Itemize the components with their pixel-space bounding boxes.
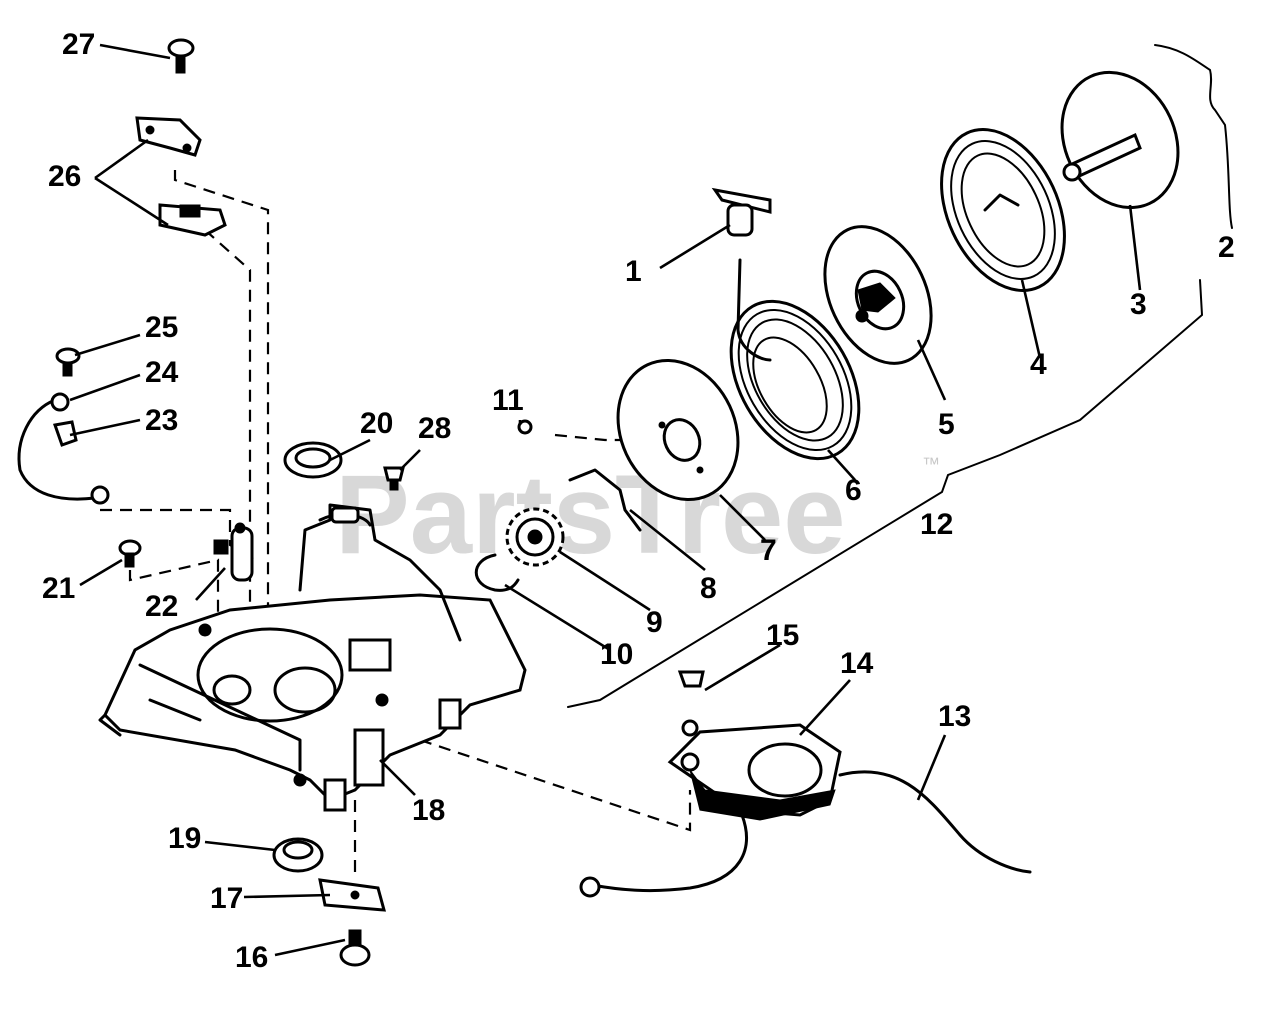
handle-1 — [711, 187, 772, 362]
spring-4 — [940, 128, 1066, 292]
bracket-26 — [135, 116, 227, 237]
callout-4: 4 — [1030, 348, 1047, 381]
callout-20: 20 — [360, 407, 393, 440]
screw-27 — [167, 38, 195, 74]
seal-20 — [283, 441, 343, 479]
housing-18 — [98, 503, 527, 812]
callout-16: 16 — [235, 941, 268, 974]
callout-7: 7 — [760, 534, 777, 567]
callout-12: 12 — [920, 508, 953, 541]
callout-1: 1 — [625, 255, 642, 288]
callout-24: 24 — [145, 356, 179, 389]
leader-lines — [69, 43, 1142, 957]
callout-18: 18 — [412, 794, 445, 827]
lead-13 — [579, 770, 1032, 898]
assembly-lines — [100, 170, 692, 880]
callout-21: 21 — [42, 572, 75, 605]
cover-3 — [1060, 70, 1180, 210]
callout-13: 13 — [938, 700, 971, 733]
screw-11 — [517, 419, 533, 435]
switch-22 — [213, 522, 254, 582]
callout-28: 28 — [418, 412, 451, 445]
plate-17 — [318, 878, 387, 912]
callout-17: 17 — [210, 882, 243, 915]
callout-10: 10 — [600, 638, 633, 671]
gear-9 — [505, 507, 565, 567]
callout-19: 19 — [168, 822, 201, 855]
callout-labels: 1 2 3 4 5 6 7 8 9 10 11 12 13 14 15 16 1… — [42, 28, 1235, 974]
watermark-trademark: ™ — [922, 454, 940, 474]
callout-23: 23 — [145, 404, 178, 437]
callout-25: 25 — [145, 311, 178, 344]
callout-9: 9 — [646, 606, 663, 639]
screw-28 — [383, 466, 405, 491]
grommet-19 — [272, 837, 324, 873]
group-brackets — [567, 44, 1233, 708]
plate-7 — [616, 358, 740, 502]
screw-21 — [118, 539, 142, 568]
callout-15: 15 — [766, 619, 799, 652]
spring-8 — [568, 468, 642, 532]
clip-10 — [474, 553, 520, 592]
callout-22: 22 — [145, 590, 178, 623]
callout-11: 11 — [492, 384, 524, 417]
callout-2: 2 — [1218, 231, 1235, 264]
callout-27: 27 — [62, 28, 95, 61]
callout-14: 14 — [840, 647, 874, 680]
callout-3: 3 — [1130, 288, 1147, 321]
pulley-5 — [823, 225, 933, 365]
callout-26: 26 — [48, 160, 81, 193]
callout-5: 5 — [938, 408, 955, 441]
callout-6: 6 — [845, 474, 862, 507]
rope-6 — [729, 299, 861, 461]
screw-16 — [339, 929, 371, 967]
ground-lead — [17, 347, 110, 505]
coil-14 — [667, 670, 842, 821]
callout-8: 8 — [700, 572, 717, 605]
